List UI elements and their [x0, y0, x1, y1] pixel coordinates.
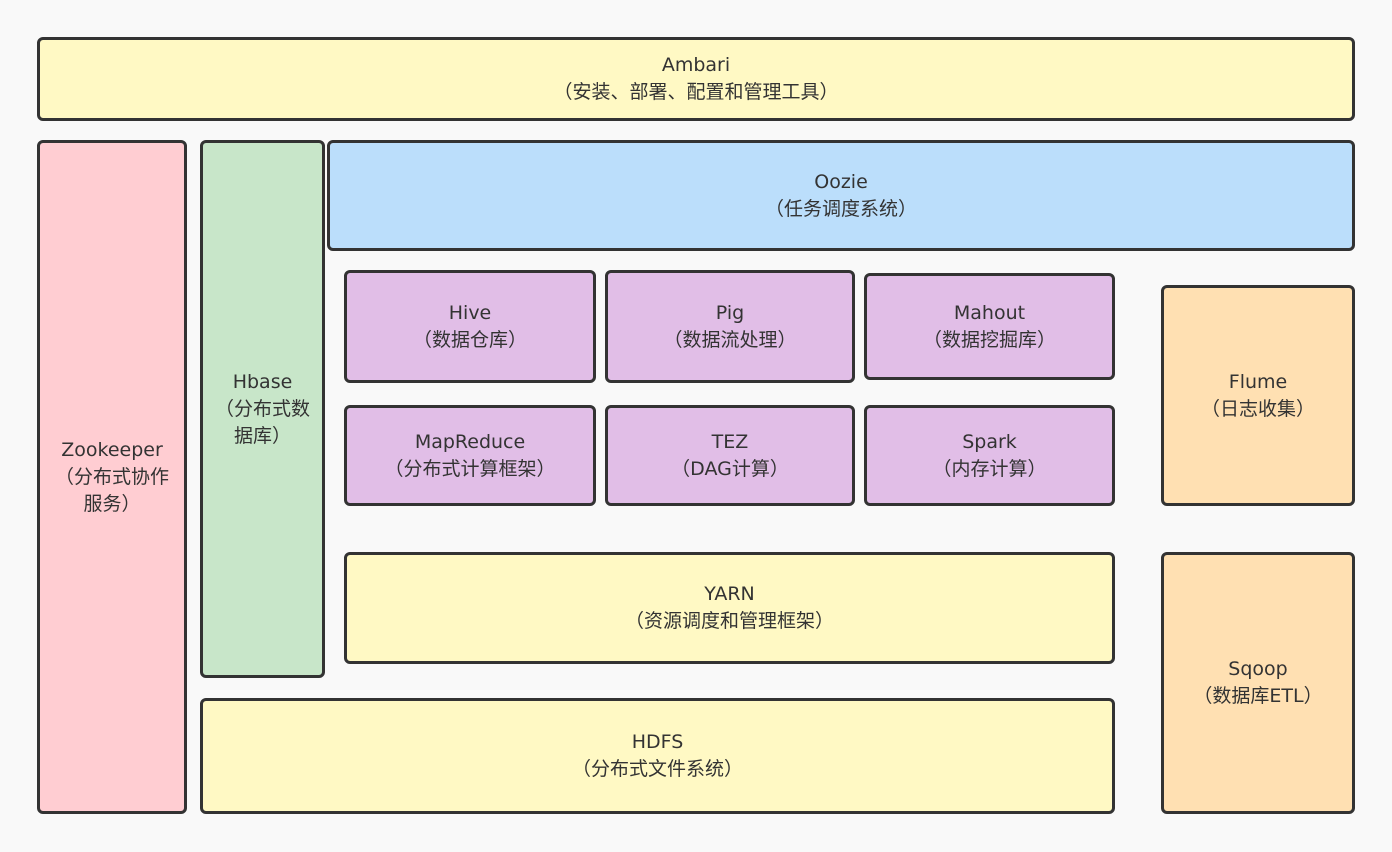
- hbase-subtitle: （分布式数据库）: [214, 397, 310, 447]
- ambari-title: Ambari: [661, 54, 731, 76]
- flume-box: Flume （日志收集）: [1161, 285, 1355, 506]
- ambari-box: Ambari （安装、部署、配置和管理工具）: [37, 37, 1355, 121]
- hdfs-subtitle: （分布式文件系统）: [571, 758, 743, 780]
- hive-box: Hive （数据仓库）: [344, 270, 596, 383]
- yarn-title: YARN: [704, 583, 755, 605]
- mapreduce-box: MapReduce （分布式计算框架）: [344, 405, 596, 506]
- tez-box: TEZ （DAG计算）: [605, 405, 855, 506]
- mapreduce-subtitle: （分布式计算框架）: [384, 457, 556, 480]
- oozie-subtitle: （任务调度系统）: [764, 197, 917, 220]
- zookeeper-box: Zookeeper （分布式协作服务）: [37, 140, 187, 814]
- yarn-subtitle: （资源调度和管理框架）: [624, 610, 834, 632]
- tez-subtitle: （DAG计算）: [671, 457, 789, 480]
- hbase-box: Hbase （分布式数据库）: [200, 140, 325, 678]
- pig-box: Pig （数据流处理）: [605, 270, 855, 383]
- mahout-subtitle: （数据挖掘库）: [922, 328, 1056, 351]
- mapreduce-title: MapReduce: [414, 430, 526, 453]
- tez-title: TEZ: [711, 430, 749, 453]
- hbase-title: Hbase: [232, 370, 293, 393]
- hive-title: Hive: [448, 301, 492, 324]
- oozie-box: Oozie （任务调度系统）: [327, 140, 1355, 251]
- spark-subtitle: （内存计算）: [932, 457, 1047, 480]
- flume-title: Flume: [1228, 370, 1288, 393]
- zookeeper-subtitle: （分布式协作服务）: [54, 465, 169, 515]
- spark-box: Spark （内存计算）: [864, 405, 1115, 506]
- mahout-title: Mahout: [953, 301, 1026, 324]
- spark-title: Spark: [962, 430, 1017, 453]
- hive-subtitle: （数据仓库）: [412, 328, 527, 351]
- mahout-box: Mahout （数据挖掘库）: [864, 273, 1115, 380]
- sqoop-subtitle: （数据库ETL）: [1193, 685, 1323, 707]
- hdfs-box: HDFS （分布式文件系统）: [200, 698, 1115, 814]
- ambari-subtitle: （安装、部署、配置和管理工具）: [553, 81, 839, 103]
- flume-subtitle: （日志收集）: [1200, 397, 1315, 420]
- zookeeper-title: Zookeeper: [61, 438, 163, 461]
- hdfs-title: HDFS: [631, 731, 684, 753]
- pig-subtitle: （数据流处理）: [663, 328, 797, 351]
- sqoop-box: Sqoop （数据库ETL）: [1161, 552, 1355, 814]
- oozie-title: Oozie: [814, 170, 868, 193]
- yarn-box: YARN （资源调度和管理框架）: [344, 552, 1115, 664]
- pig-title: Pig: [715, 301, 745, 324]
- sqoop-title: Sqoop: [1228, 658, 1288, 680]
